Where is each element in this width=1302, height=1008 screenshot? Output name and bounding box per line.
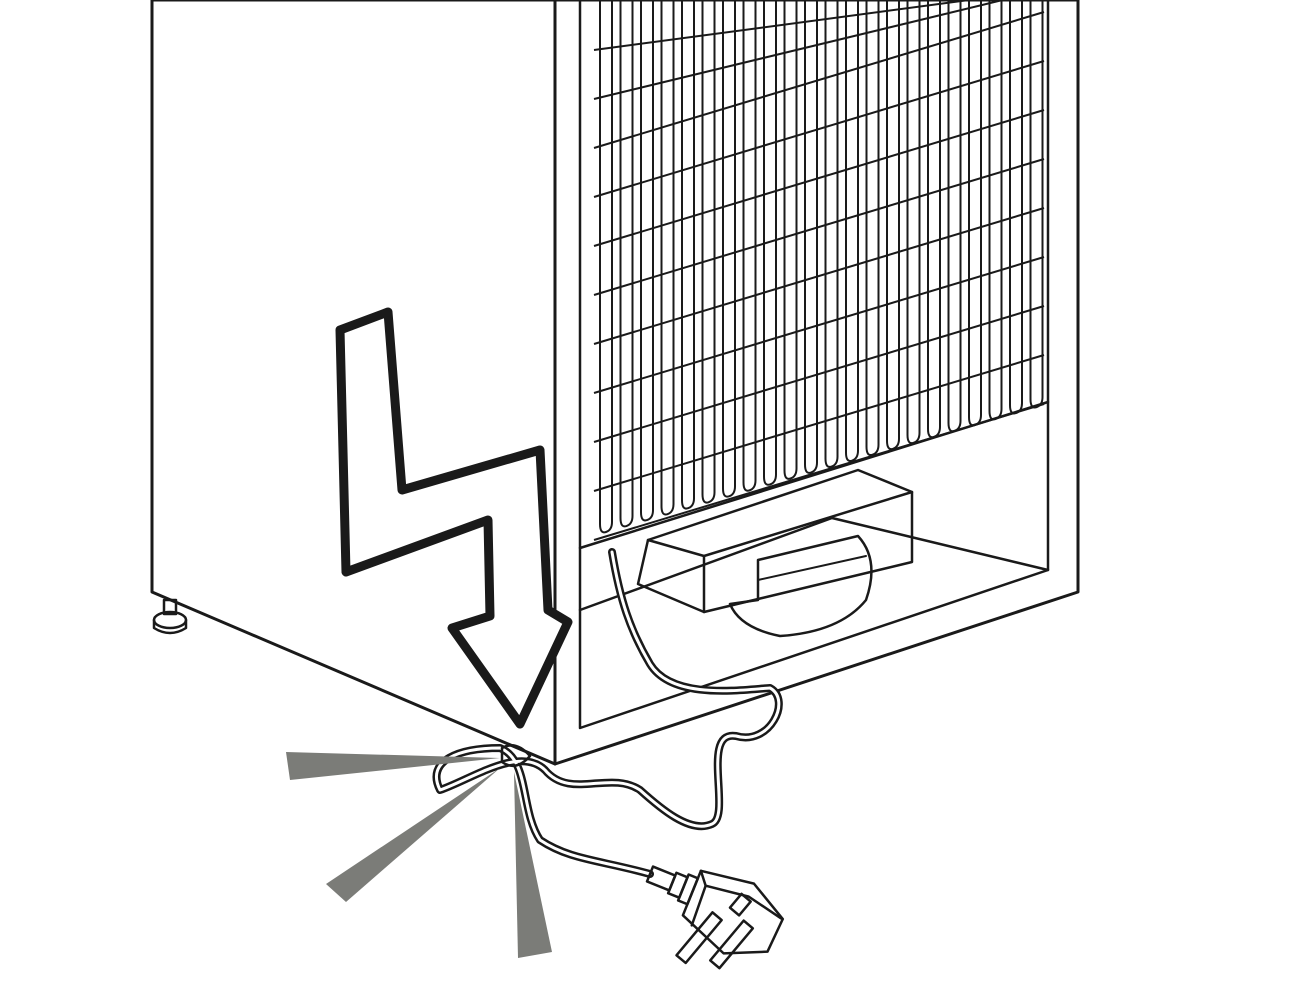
coil-tube xyxy=(722,0,736,498)
back-inner-frame xyxy=(578,0,1050,730)
coil-tube xyxy=(742,0,757,492)
coil-tube xyxy=(865,0,880,457)
coil-tube xyxy=(824,0,839,468)
coil-wire xyxy=(593,305,1045,443)
coil-tube xyxy=(619,0,634,528)
crush-impact-icon xyxy=(286,752,552,958)
coil-tube xyxy=(906,0,921,445)
coil-tube xyxy=(640,0,654,522)
coil-tube xyxy=(701,0,716,504)
lightning-bolt-arrow-icon xyxy=(335,307,573,729)
condenser-coil xyxy=(593,0,1045,541)
coil-tube xyxy=(660,0,675,516)
compressor xyxy=(636,468,914,638)
compressor-bay-floor xyxy=(578,516,1050,612)
impact-ray xyxy=(514,772,552,958)
coil-wire xyxy=(593,0,977,51)
impact-ray xyxy=(286,752,500,780)
coil-wire xyxy=(593,256,1045,394)
coil-wire xyxy=(593,354,1045,492)
coil-wire xyxy=(593,0,1007,100)
coil-wire xyxy=(593,60,1045,198)
coil-tube xyxy=(1009,0,1023,415)
coil-tube xyxy=(783,0,798,480)
coil-tube xyxy=(988,0,1003,421)
coil-tube xyxy=(947,0,962,433)
coil-tube xyxy=(763,0,777,486)
impact-ray xyxy=(326,768,500,902)
pinched-cord-spot xyxy=(500,744,532,768)
coil-wire xyxy=(593,403,1045,541)
fridge-back-panel xyxy=(553,0,1080,766)
coil-tube xyxy=(968,0,982,427)
coil-tube xyxy=(845,0,859,462)
coil-wire xyxy=(593,11,1045,149)
coil-wire xyxy=(593,207,1045,345)
coil-tube xyxy=(599,0,613,534)
coil-tube xyxy=(681,0,695,510)
coil-tube xyxy=(886,0,900,451)
coil-tube xyxy=(804,0,818,474)
coil-wire xyxy=(593,109,1045,247)
three-pin-plug-icon xyxy=(645,865,785,970)
power-cord xyxy=(432,548,783,878)
coil-tube xyxy=(927,0,941,439)
adjustable-foot xyxy=(152,598,188,635)
coil-wire xyxy=(593,158,1045,296)
